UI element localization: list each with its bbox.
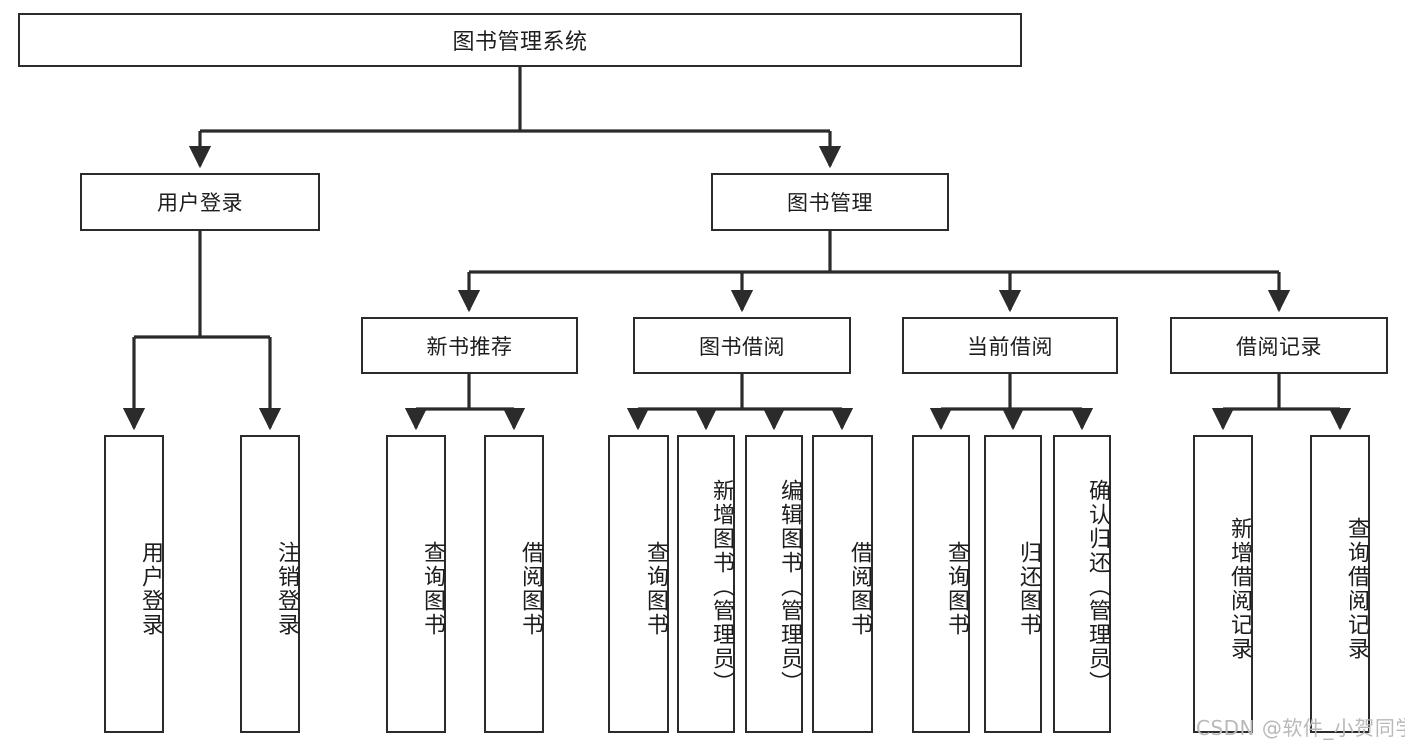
node-loan-record[interactable]: 借阅记录 [1170,317,1388,374]
edge-group-book-borrow [626,374,854,431]
node-user-login[interactable]: 用户登录 [80,173,320,231]
node-loan-record-label: 借阅记录 [1236,334,1322,359]
node-root[interactable]: 图书管理系统 [18,13,1022,67]
node-book-management-label: 图书管理 [787,191,873,215]
node-root-label: 图书管理系统 [452,30,588,55]
node-book-borrow[interactable]: 图书借阅 [633,317,851,374]
node-leaf-cl-return-book[interactable]: 归还图书 [984,435,1042,733]
node-leaf-user-login[interactable]: 用户登录 [104,435,164,733]
node-current-loan-label: 当前借阅 [967,334,1053,359]
node-leaf-bb-query-book[interactable]: 查询图书 [608,435,669,733]
edge-group-user-login [122,231,282,431]
node-new-book-recommend-label: 新书推荐 [426,334,513,359]
node-leaf-bb-edit-book[interactable]: 编辑图书（管理员） [745,435,803,733]
edge-group-root [188,67,842,169]
node-leaf-lr-add-record-label: 新增借阅记录 [1227,517,1252,661]
node-leaf-cl-return-book-label: 归还图书 [1016,541,1041,637]
node-leaf-bb-query-book-label: 查询图书 [643,541,668,637]
node-leaf-bb-borrow-book[interactable]: 借阅图书 [812,435,873,733]
node-current-loan[interactable]: 当前借阅 [902,317,1118,374]
node-leaf-cl-query-book-label: 查询图书 [944,541,969,637]
edge-group-book-mgmt [457,231,1291,313]
edge-group-new-book-rec [404,374,526,431]
node-leaf-bb-edit-book-label: 编辑图书（管理员） [777,479,802,695]
node-leaf-logout-label: 注销登录 [274,541,299,637]
node-leaf-lr-add-record[interactable]: 新增借阅记录 [1193,435,1253,733]
node-leaf-lr-query-record[interactable]: 查询借阅记录 [1310,435,1370,733]
node-new-book-recommend[interactable]: 新书推荐 [361,317,578,374]
node-leaf-lr-query-record-label: 查询借阅记录 [1344,517,1369,661]
node-leaf-rec-query-book-label: 查询图书 [420,541,445,637]
node-user-login-label: 用户登录 [157,191,243,215]
node-leaf-bb-add-book[interactable]: 新增图书（管理员） [677,435,735,733]
node-leaf-bb-borrow-book-label: 借阅图书 [847,541,872,637]
node-leaf-rec-query-book[interactable]: 查询图书 [386,435,446,733]
node-leaf-logout[interactable]: 注销登录 [240,435,300,733]
node-leaf-rec-borrow-book-label: 借阅图书 [518,541,543,637]
node-book-management[interactable]: 图书管理 [711,173,949,231]
watermark: CSDN @软件_小贺同学 [1196,716,1405,740]
node-leaf-user-login-label: 用户登录 [138,541,163,637]
node-leaf-rec-borrow-book[interactable]: 借阅图书 [484,435,544,733]
node-leaf-cl-confirm-return-label: 确认归还（管理员） [1085,479,1110,695]
edge-group-loan-record [1211,374,1352,431]
node-leaf-cl-confirm-return[interactable]: 确认归还（管理员） [1053,435,1111,733]
node-leaf-bb-add-book-label: 新增图书（管理员） [709,479,734,695]
edge-group-current-loan [929,374,1094,431]
node-book-borrow-label: 图书借阅 [699,334,785,359]
node-leaf-cl-query-book[interactable]: 查询图书 [912,435,970,733]
